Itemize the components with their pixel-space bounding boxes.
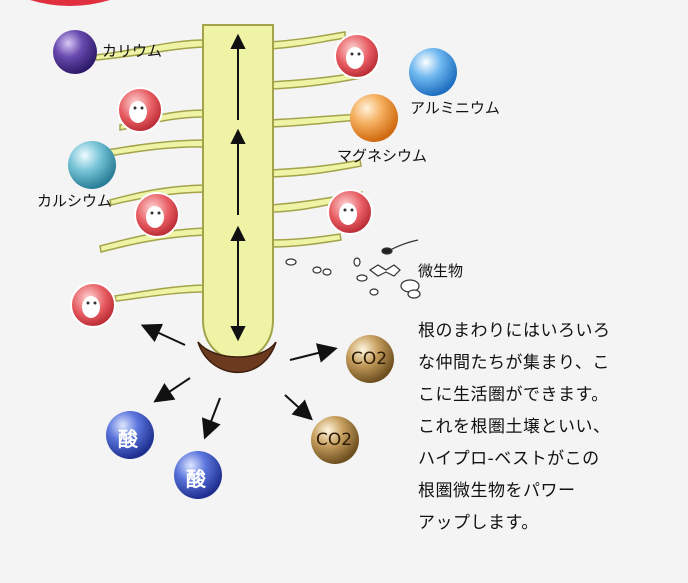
- description-line: これを根圏土壌といい、: [418, 417, 611, 437]
- description-line: 根圏微生物をパワー: [418, 481, 576, 501]
- co2-ball-2: [311, 416, 359, 464]
- aluminium-ball: [409, 48, 457, 96]
- top-badge-fragment: [30, 0, 110, 6]
- radiating-arrows: [140, 323, 338, 440]
- co2-ball-1: [346, 335, 394, 383]
- label-potassium: カリウム: [102, 42, 163, 60]
- acid-label-1: 酸: [118, 427, 138, 451]
- microbe-balls: [70, 33, 380, 328]
- description-line: 根のまわりにはいろいろ: [418, 321, 611, 341]
- label-magnesium: マグネシウム: [337, 147, 428, 165]
- calcium-ball: [68, 141, 116, 189]
- potassium-ball: [53, 30, 97, 74]
- label-aluminium: アルミニウム: [410, 99, 500, 117]
- description-line: こに生活圏ができます。: [418, 385, 609, 405]
- co2-label-1: CO2: [351, 349, 388, 369]
- description-line: アップします。: [418, 513, 539, 533]
- co2-label-2: CO2: [316, 430, 353, 450]
- label-calcium: カルシウム: [37, 192, 113, 210]
- acid-label-2: 酸: [186, 467, 206, 491]
- label-microbe: 微生物: [418, 262, 464, 280]
- acid-ball-1: [106, 411, 154, 459]
- root-cap: [197, 341, 277, 374]
- microorganism-shapes: [285, 239, 421, 299]
- magnesium-ball: [350, 94, 398, 142]
- acid-ball-2: [174, 451, 222, 499]
- description-paragraph: 根のまわりにはいろいろ な仲間たちが集まり、こ こに生活圏ができます。 これを根…: [418, 315, 678, 539]
- description-line: な仲間たちが集まり、こ: [418, 353, 610, 373]
- description-line: ハイプロ-ベストがこの: [418, 449, 600, 469]
- root-arrows: [230, 33, 246, 342]
